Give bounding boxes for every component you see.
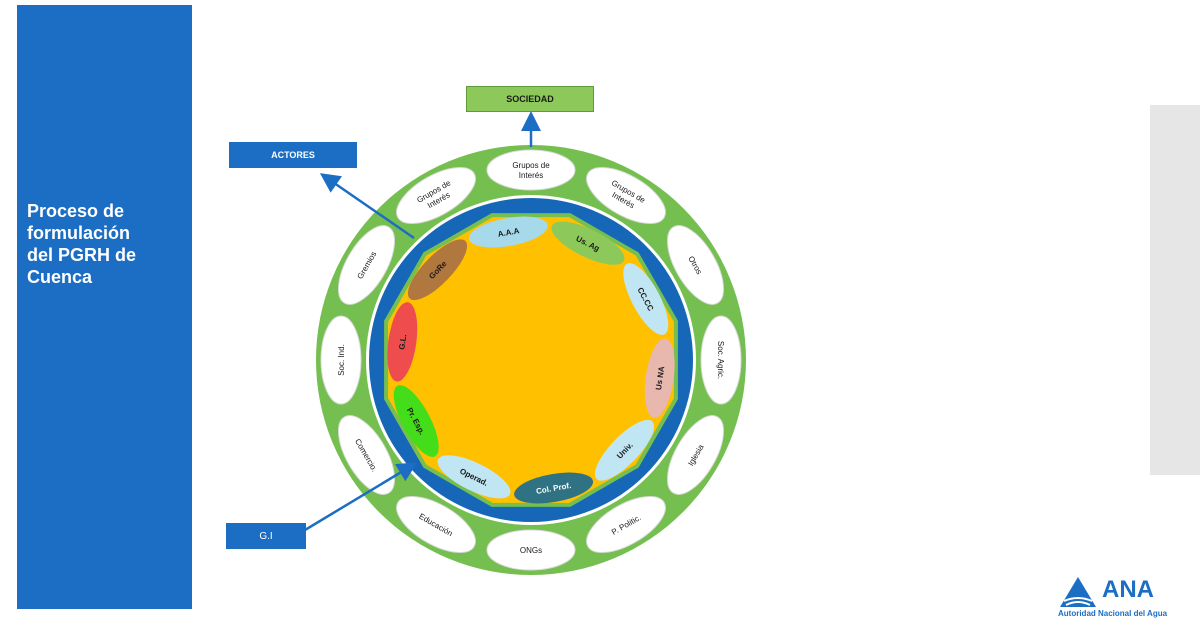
logo-subtitle: Autoridad Nacional del Agua: [1058, 609, 1168, 618]
inner-actor-label: Us NA: [654, 365, 666, 390]
inner-actor: CC.CC: [623, 263, 669, 335]
core-polygon: [384, 213, 678, 507]
inner-actor-label: G.L.: [397, 334, 408, 351]
outer-stakeholder-label: ONGs: [520, 546, 542, 555]
inner-actor: Col. Prof.: [514, 472, 594, 504]
sidebar-panel: [17, 5, 192, 609]
gi-box: G.I: [226, 523, 306, 549]
outer-stakeholder: P. Politic.: [586, 496, 666, 553]
ana-logo-icon: [1060, 577, 1096, 607]
outer-stakeholder: Otros: [667, 225, 724, 305]
outer-stakeholder: Soc. Ind.: [320, 315, 362, 405]
outer-stakeholder: Iglesia: [667, 415, 724, 495]
inner-actor: G.L.: [387, 302, 418, 382]
outer-stakeholder-label: Grupos de: [512, 161, 550, 170]
outer-stakeholder: Gremios: [338, 225, 395, 305]
inner-actor: Us NA: [644, 338, 675, 418]
arrow-to-actores: [319, 173, 415, 240]
actores-box: ACTORES: [229, 142, 357, 168]
outer-stakeholder-label: Interés: [519, 171, 543, 180]
inner-actor: Univ.: [594, 419, 655, 481]
sociedad-box: SOCIEDAD: [466, 86, 594, 112]
outer-stakeholder-label: Soc. Ind.: [337, 344, 346, 376]
outer-stakeholder-label: Soc. Agric.: [716, 341, 725, 379]
inner-actor: GoRe: [407, 239, 468, 301]
side-placeholder-panel: [1150, 105, 1200, 475]
slide-title: Proceso de formulación del PGRH de Cuenc…: [27, 201, 137, 287]
outer-stakeholder: Soc. Agric.: [700, 315, 742, 405]
inner-actor: Operad.: [437, 455, 511, 499]
inner-actor-label: A.A.A: [497, 226, 520, 239]
outer-stakeholder: ONGs: [486, 529, 576, 571]
logo-name: ANA: [1102, 576, 1154, 603]
outer-stakeholder: Educación: [396, 496, 476, 553]
arrow-from-gi: [304, 462, 418, 532]
outer-stakeholder: Comercio.: [338, 415, 395, 495]
inner-actor: Pr. Esp.: [393, 385, 439, 457]
inner-actor: A.A.A: [468, 216, 548, 248]
inner-actor: Us. Ag: [551, 221, 625, 265]
